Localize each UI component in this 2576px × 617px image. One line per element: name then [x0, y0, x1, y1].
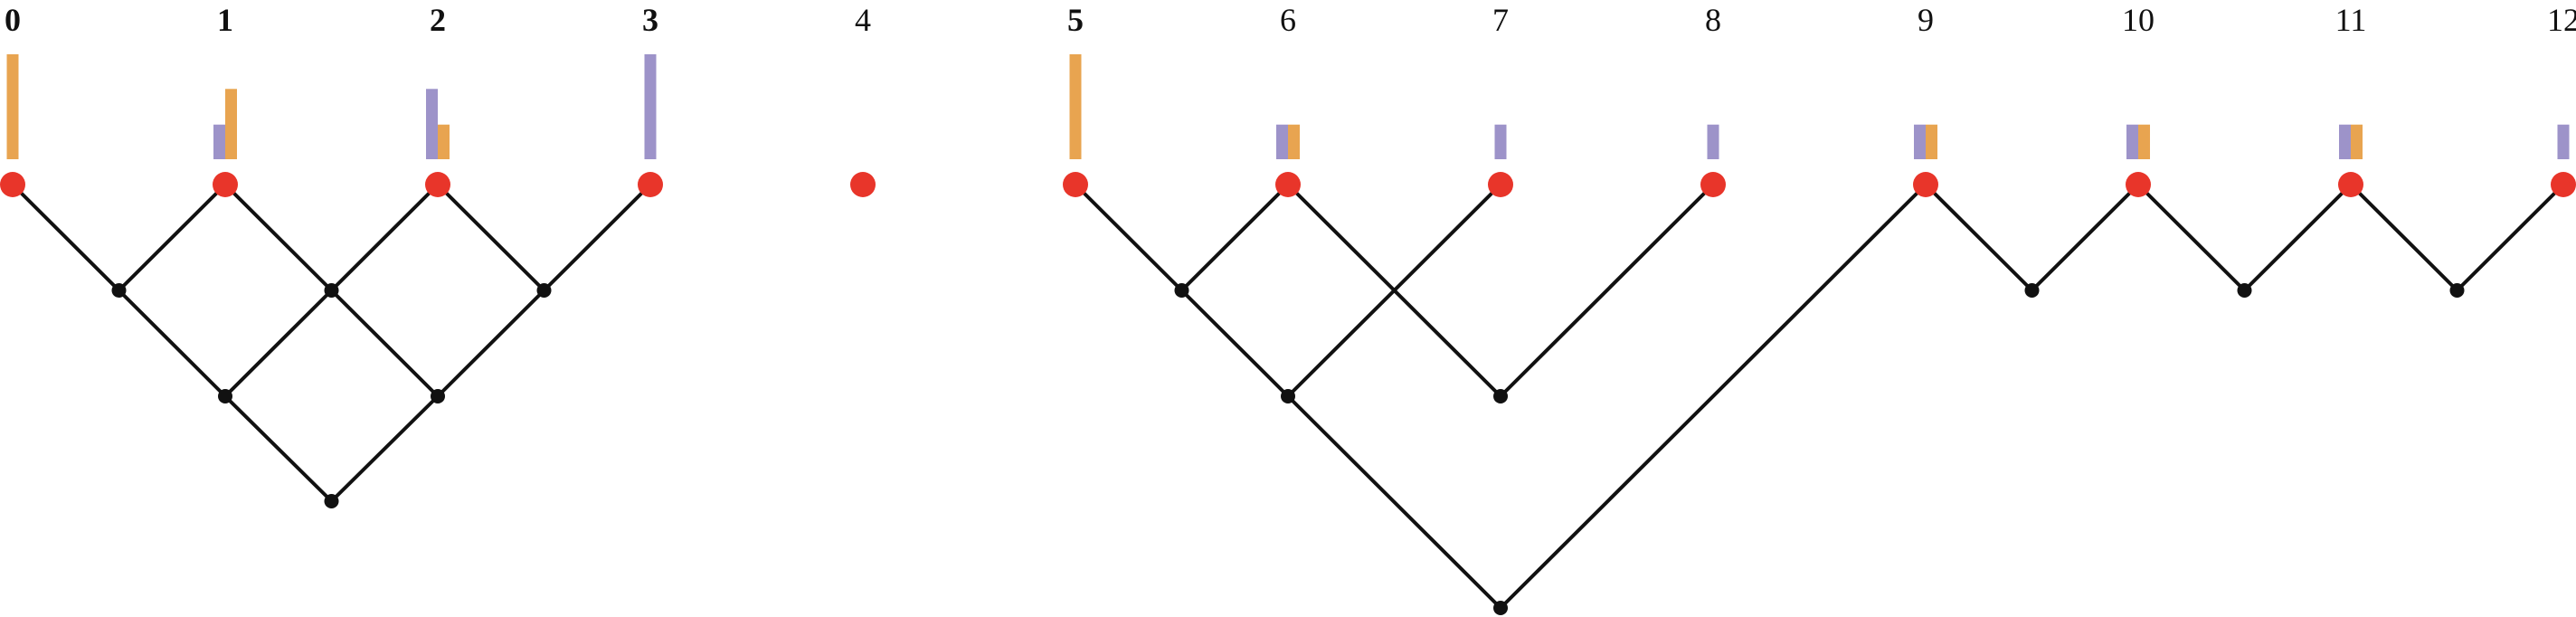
- tree-edge: [223, 289, 334, 398]
- purple-bar: [644, 54, 657, 159]
- joint-node: [431, 389, 445, 403]
- purple-bar: [1494, 124, 1507, 159]
- orange-bar: [2351, 124, 2363, 159]
- leaf-node: [1913, 172, 1938, 197]
- node-label: 6: [1280, 2, 1296, 38]
- node-label: 1: [217, 2, 233, 38]
- leaf-node: [1488, 172, 1513, 197]
- tree-edge: [2242, 183, 2353, 292]
- tree-edge: [1074, 183, 1184, 292]
- tree-edge: [436, 183, 546, 292]
- tree-edge: [117, 289, 227, 398]
- purple-bar: [2126, 124, 2138, 159]
- tree-edge: [1286, 394, 1502, 610]
- node-label: 12: [2547, 2, 2576, 38]
- joint-nodes: [111, 283, 2465, 615]
- joint-node: [1281, 389, 1295, 403]
- node-label: 3: [642, 2, 658, 38]
- orange-bar: [1926, 124, 1937, 159]
- joint-node: [218, 389, 232, 403]
- node-label: 11: [2335, 2, 2367, 38]
- value-bars: [6, 54, 2570, 159]
- tree-edge: [1499, 183, 1715, 398]
- orange-bar: [225, 89, 237, 159]
- joint-node: [1174, 283, 1189, 298]
- orange-bar: [2138, 124, 2150, 159]
- tree-edge: [329, 289, 440, 398]
- leaf-node: [425, 172, 450, 197]
- leaf-node: [1275, 172, 1301, 197]
- tree-edge: [2030, 183, 2140, 292]
- leaf-node: [1700, 172, 1726, 197]
- joint-node: [111, 283, 127, 298]
- leaf-node: [2126, 172, 2151, 197]
- tree-edges: [11, 183, 2565, 610]
- tree-edge: [329, 394, 440, 503]
- purple-bar: [1707, 124, 1719, 159]
- joint-node: [324, 283, 339, 298]
- orange-bar: [6, 54, 19, 159]
- node-label: 4: [855, 2, 871, 38]
- leaf-node: [213, 172, 238, 197]
- orange-bar: [1288, 124, 1300, 159]
- tree-edge: [1499, 183, 1927, 610]
- leaf-node: [0, 172, 25, 197]
- purple-bar: [2339, 124, 2351, 159]
- tree-edge: [1179, 183, 1290, 292]
- joint-node: [324, 494, 339, 508]
- tree-edge: [223, 394, 334, 503]
- tree-edge: [436, 289, 546, 398]
- joint-node: [2449, 283, 2465, 298]
- node-label: 9: [1918, 2, 1934, 38]
- purple-bar: [213, 124, 225, 159]
- leaf-node: [638, 172, 663, 197]
- purple-bar: [1914, 124, 1926, 159]
- tree-edge: [11, 183, 121, 292]
- tree-edge: [117, 183, 227, 292]
- node-label: 8: [1705, 2, 1721, 38]
- orange-bar: [1069, 54, 1082, 159]
- tree-edge: [223, 183, 334, 292]
- joint-node: [2024, 283, 2040, 298]
- tree-edge: [542, 183, 652, 292]
- tree-edge: [2349, 183, 2459, 292]
- leaf-nodes: [0, 172, 2576, 197]
- leaf-node: [2551, 172, 2576, 197]
- node-label: 5: [1067, 2, 1084, 38]
- tree-edge: [1924, 183, 2034, 292]
- node-label: 10: [2122, 2, 2155, 38]
- orange-bar: [438, 124, 450, 159]
- tree-edge: [329, 183, 440, 292]
- tree-edge: [1286, 183, 1502, 398]
- joint-node: [536, 283, 552, 298]
- purple-bar: [2557, 124, 2570, 159]
- joint-node: [1493, 601, 1508, 615]
- joint-node: [2237, 283, 2252, 298]
- tree-edge: [1179, 289, 1290, 398]
- tree-edge: [2136, 183, 2247, 292]
- leaf-node: [850, 172, 876, 197]
- joint-node: [1493, 389, 1508, 403]
- node-label: 0: [5, 2, 21, 38]
- node-label: 7: [1492, 2, 1509, 38]
- leaf-node: [1063, 172, 1088, 197]
- leaf-node: [2338, 172, 2363, 197]
- purple-bar: [1276, 124, 1288, 159]
- tree-edge: [2455, 183, 2565, 292]
- node-label: 2: [430, 2, 446, 38]
- purple-bar: [426, 89, 438, 159]
